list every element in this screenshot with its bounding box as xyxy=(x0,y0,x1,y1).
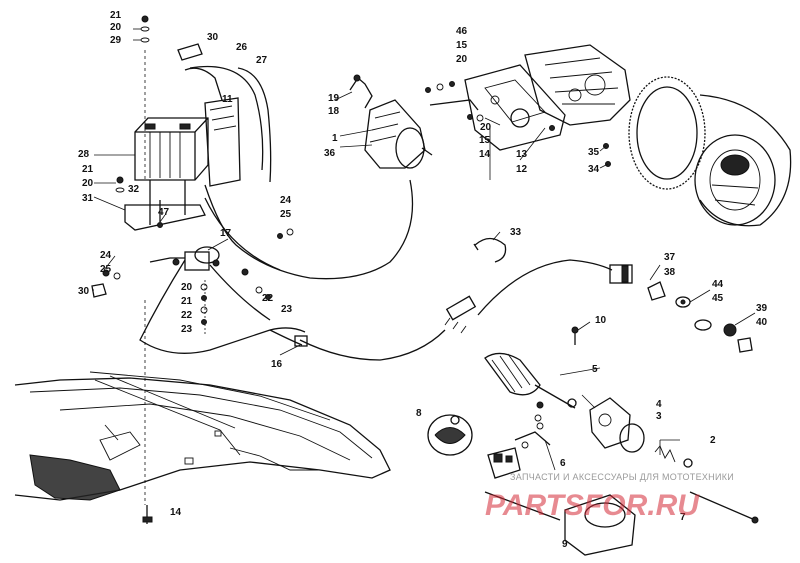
label-44: 44 xyxy=(712,279,724,290)
label-4: 4 xyxy=(656,399,662,410)
label-24: 24 xyxy=(280,195,292,206)
label-30: 30 xyxy=(207,32,219,43)
leader-lines xyxy=(92,28,756,471)
label-23: 23 xyxy=(181,324,193,335)
label-23: 23 xyxy=(281,304,293,315)
label-38: 38 xyxy=(664,267,676,278)
label-20: 20 xyxy=(456,54,468,65)
label-7: 7 xyxy=(680,512,686,523)
engine-housing xyxy=(524,44,631,126)
label-35: 35 xyxy=(588,147,600,158)
armature xyxy=(484,352,576,409)
label-20: 20 xyxy=(110,22,122,33)
watermark-caption: ЗАПЧАСТИ И АКСЕССУАРЫ ДЛЯ МОТОТЕХНИКИ xyxy=(510,472,734,482)
label-32: 32 xyxy=(128,184,140,195)
label-30: 30 xyxy=(78,286,90,297)
label-11: 11 xyxy=(222,94,233,105)
label-31: 31 xyxy=(82,193,94,204)
brush-holder xyxy=(487,401,551,479)
label-45: 45 xyxy=(712,293,724,304)
label-25: 25 xyxy=(280,209,292,220)
label-10: 10 xyxy=(595,315,607,326)
label-20: 20 xyxy=(480,122,492,133)
pinion-spring xyxy=(567,398,693,468)
recoil-housing xyxy=(694,94,792,227)
label-13: 13 xyxy=(516,149,528,160)
snap-ring xyxy=(473,237,507,263)
chassis-frame xyxy=(14,371,391,501)
watermark: ЗАПЧАСТИ И АКСЕССУАРЫ ДЛЯ МОТОТЕХНИКИ PA… xyxy=(485,472,734,522)
battery-cover xyxy=(204,97,241,187)
battery-cables xyxy=(189,65,414,280)
battery xyxy=(124,117,209,231)
watermark-logo: PARTSFOR.RU xyxy=(485,489,700,522)
label-20: 20 xyxy=(82,178,94,189)
label-33: 33 xyxy=(510,227,522,238)
label-20: 20 xyxy=(181,282,193,293)
label-39: 39 xyxy=(756,303,768,314)
label-47: 47 xyxy=(158,207,170,218)
label-15: 15 xyxy=(479,135,491,146)
label-27: 27 xyxy=(256,55,268,66)
label-6: 6 xyxy=(560,458,566,469)
label-29: 29 xyxy=(110,35,122,46)
label-22: 22 xyxy=(181,310,193,321)
label-36: 36 xyxy=(324,148,336,159)
label-15: 15 xyxy=(456,40,468,51)
hold-down-strap xyxy=(140,15,223,101)
starter-bracket-plate xyxy=(425,64,566,151)
solenoid-hardware xyxy=(91,176,294,325)
label-16: 16 xyxy=(271,359,283,370)
label-21: 21 xyxy=(82,164,94,175)
flywheel-ring-gear xyxy=(628,76,706,190)
label-17: 17 xyxy=(220,228,232,239)
label-14: 14 xyxy=(479,149,491,160)
callout-labels: 21 20 29 30 26 27 11 28 21 20 32 31 47 2… xyxy=(78,10,768,550)
label-14: 14 xyxy=(170,507,182,518)
starter-solenoid xyxy=(149,246,249,276)
label-24: 24 xyxy=(100,250,112,261)
label-18: 18 xyxy=(328,106,340,117)
ground-cable xyxy=(269,329,308,347)
label-46: 46 xyxy=(456,26,468,37)
label-21: 21 xyxy=(181,296,193,307)
label-2: 2 xyxy=(710,435,716,446)
label-5: 5 xyxy=(592,364,598,375)
through-bolts xyxy=(142,326,759,524)
label-12: 12 xyxy=(516,164,528,175)
label-25: 25 xyxy=(100,264,112,275)
label-21: 21 xyxy=(110,10,122,21)
label-34: 34 xyxy=(588,164,600,175)
label-8: 8 xyxy=(416,408,422,419)
label-37: 37 xyxy=(664,252,676,263)
starter-motor-assembly xyxy=(349,74,433,169)
alignment-lines xyxy=(144,50,206,505)
label-28: 28 xyxy=(78,149,90,160)
shift-lever-parts xyxy=(647,281,753,353)
label-40: 40 xyxy=(756,317,768,328)
label-26: 26 xyxy=(236,42,248,53)
label-9: 9 xyxy=(562,539,568,550)
end-cap-drive xyxy=(589,397,645,453)
wiring-harness xyxy=(139,259,633,361)
label-19: 19 xyxy=(328,93,340,104)
label-1: 1 xyxy=(332,133,338,144)
starter-housing-9 xyxy=(564,494,636,556)
label-3: 3 xyxy=(656,411,662,422)
label-22: 22 xyxy=(262,293,274,304)
brush-plate-8 xyxy=(427,414,473,456)
